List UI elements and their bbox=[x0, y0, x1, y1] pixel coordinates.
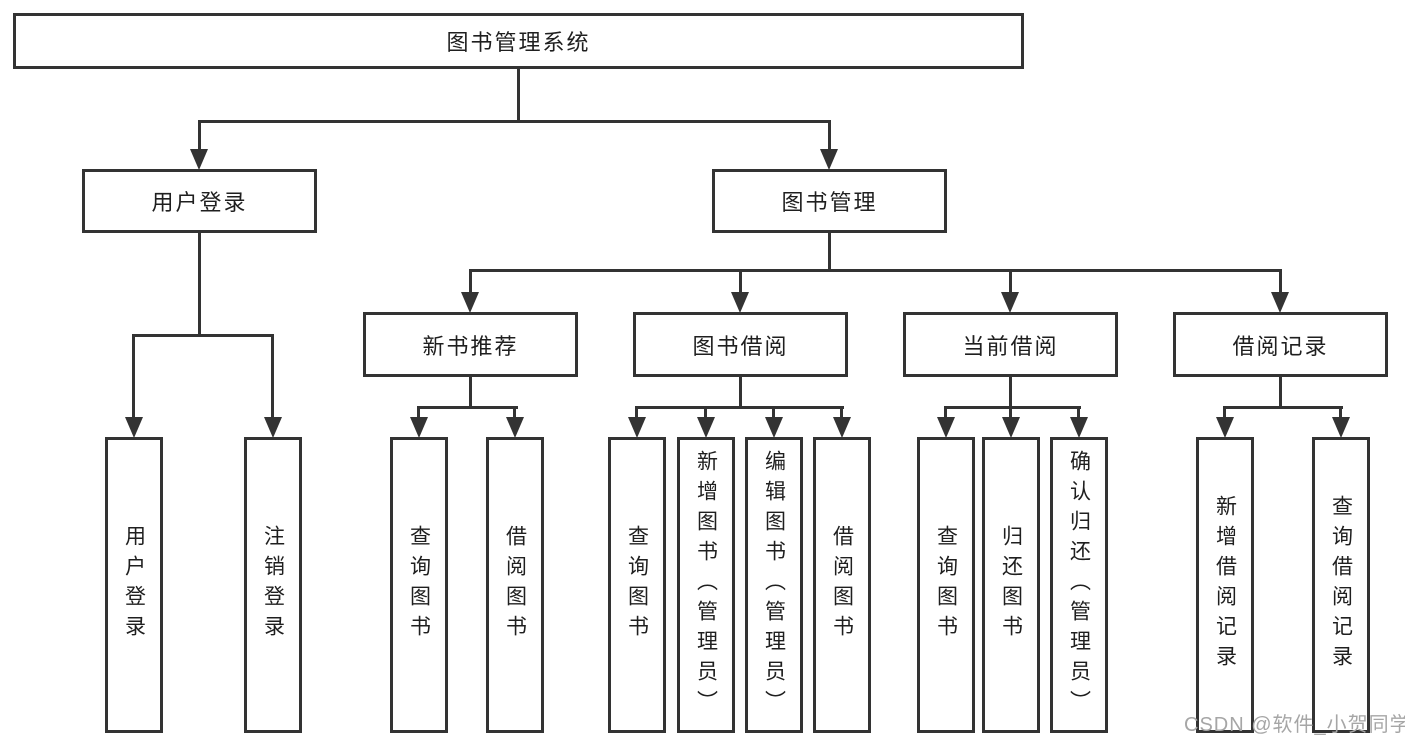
connector-hline bbox=[1223, 406, 1343, 409]
connector-vline bbox=[704, 406, 707, 420]
node-new-book-recommend: 新书推荐 bbox=[363, 312, 578, 377]
connector-vline bbox=[1077, 406, 1080, 420]
arrowhead-down bbox=[765, 417, 783, 438]
arrowhead-down bbox=[461, 292, 479, 313]
csdn-watermark: CSDN @软件_小贺同学 bbox=[1184, 714, 1405, 736]
arrowhead-down bbox=[125, 417, 143, 438]
leaf-confirm-return-admin: 确认归还（管理员） bbox=[1050, 437, 1108, 733]
leaf-return-books: 归还图书 bbox=[982, 437, 1040, 733]
arrowhead-down bbox=[731, 292, 749, 313]
leaf-borrow-books-borrowing: 借阅图书 bbox=[813, 437, 871, 733]
connector-vline bbox=[1279, 269, 1282, 295]
arrowhead-down bbox=[1002, 417, 1020, 438]
leaf-logout: 注销登录 bbox=[244, 437, 302, 733]
connector-vline bbox=[198, 233, 201, 337]
node-root-label: 图书管理系统 bbox=[446, 30, 591, 55]
connector-vline bbox=[469, 269, 472, 295]
connector-vline bbox=[944, 406, 947, 420]
connector-vline bbox=[1223, 406, 1226, 420]
leaf-add-books-admin: 新增图书（管理员） bbox=[677, 437, 735, 733]
node-book-management: 图书管理 bbox=[712, 169, 947, 233]
arrowhead-down bbox=[1271, 292, 1289, 313]
connector-vline bbox=[635, 406, 638, 420]
arrowhead-down bbox=[628, 417, 646, 438]
connector-vline bbox=[1279, 377, 1282, 408]
arrowhead-down bbox=[264, 417, 282, 438]
connector-vline bbox=[772, 406, 775, 420]
connector-vline bbox=[1009, 377, 1012, 408]
connector-vline bbox=[198, 120, 201, 152]
node-book-borrowing: 图书借阅 bbox=[633, 312, 848, 377]
connector-hline bbox=[469, 269, 1282, 272]
node-user-login: 用户登录 bbox=[82, 169, 317, 233]
leaf-query-books-current: 查询图书 bbox=[917, 437, 975, 733]
arrowhead-down bbox=[833, 417, 851, 438]
leaf-borrow-books-recommend: 借阅图书 bbox=[486, 437, 544, 733]
arrowhead-down bbox=[1216, 417, 1234, 438]
leaf-add-borrow-record: 新增借阅记录 bbox=[1196, 437, 1254, 733]
connector-vline bbox=[469, 377, 472, 408]
connector-vline bbox=[828, 120, 831, 152]
connector-vline bbox=[132, 334, 135, 420]
node-current-borrowing: 当前借阅 bbox=[903, 312, 1118, 377]
arrowhead-down bbox=[410, 417, 428, 438]
leaf-query-books-recommend: 查询图书 bbox=[390, 437, 448, 733]
connector-vline bbox=[739, 269, 742, 295]
connector-vline bbox=[513, 406, 516, 420]
connector-vline bbox=[271, 334, 274, 420]
leaf-query-books-borrowing: 查询图书 bbox=[608, 437, 666, 733]
arrowhead-down bbox=[506, 417, 524, 438]
arrowhead-down bbox=[1332, 417, 1350, 438]
connector-vline bbox=[1339, 406, 1342, 420]
arrowhead-down bbox=[697, 417, 715, 438]
connector-hline bbox=[635, 406, 844, 409]
connector-vline bbox=[517, 69, 520, 121]
arrowhead-down bbox=[190, 149, 208, 170]
connector-hline bbox=[198, 120, 831, 123]
connector-vline bbox=[828, 233, 831, 272]
connector-vline bbox=[739, 377, 742, 408]
connector-hline bbox=[417, 406, 518, 409]
node-root-title: 图书管理系统 bbox=[13, 13, 1024, 69]
arrowhead-down bbox=[1001, 292, 1019, 313]
connector-vline bbox=[1009, 406, 1012, 420]
node-borrow-records: 借阅记录 bbox=[1173, 312, 1388, 377]
leaf-user-login: 用户登录 bbox=[105, 437, 163, 733]
leaf-edit-books-admin: 编辑图书（管理员） bbox=[745, 437, 803, 733]
connector-vline bbox=[417, 406, 420, 420]
arrowhead-down bbox=[820, 149, 838, 170]
connector-hline bbox=[132, 334, 274, 337]
arrowhead-down bbox=[937, 417, 955, 438]
connector-vline bbox=[840, 406, 843, 420]
leaf-query-borrow-record: 查询借阅记录 bbox=[1312, 437, 1370, 733]
arrowhead-down bbox=[1070, 417, 1088, 438]
connector-vline bbox=[1009, 269, 1012, 295]
connector-hline bbox=[944, 406, 1081, 409]
